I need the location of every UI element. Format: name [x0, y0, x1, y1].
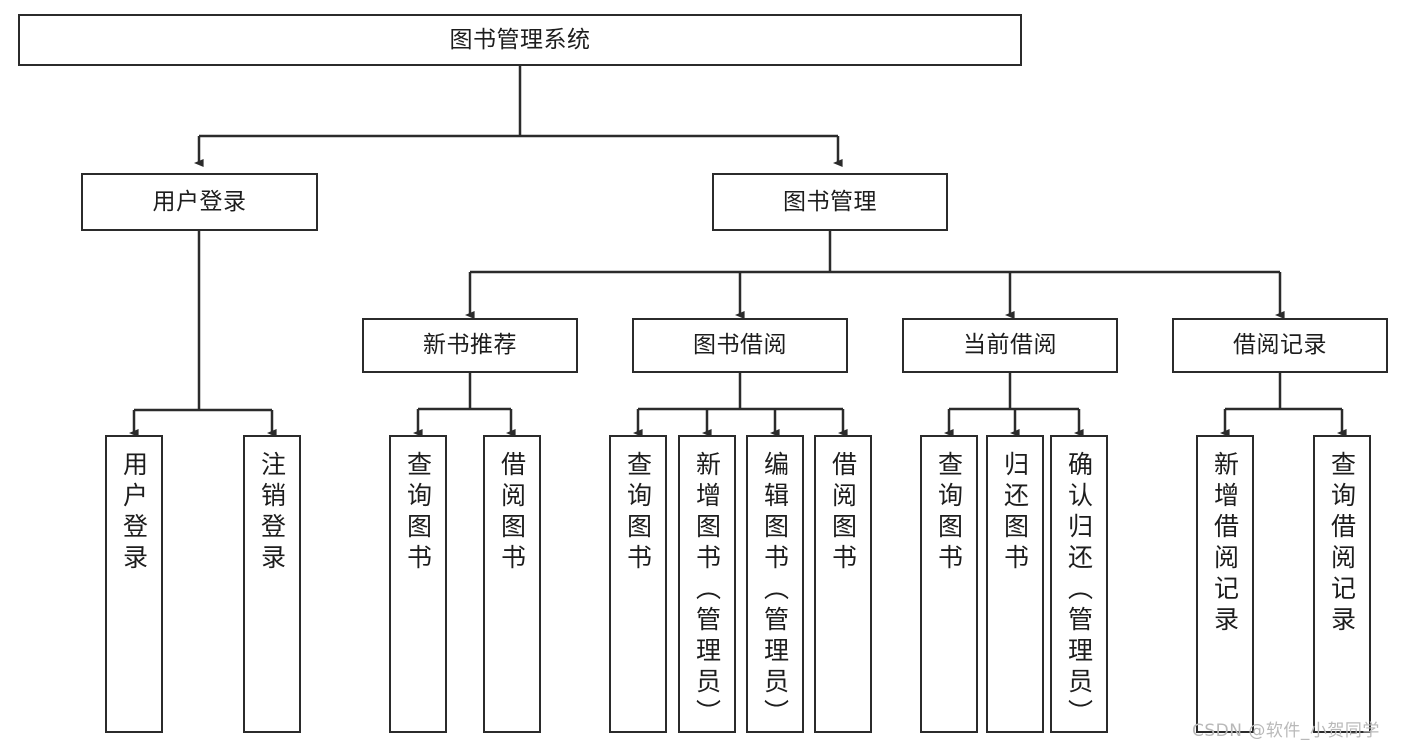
- node-label: 新增图书（管理员）: [692, 451, 722, 730]
- node-label: 借阅图书: [497, 451, 527, 575]
- node-label: 查询借阅记录: [1327, 451, 1357, 637]
- leaf-borrow-edit-book-admin[interactable]: 编辑图书（管理员）: [746, 435, 804, 733]
- node-label: 新增借阅记录: [1210, 451, 1240, 637]
- node-label: 注销登录: [257, 451, 287, 575]
- node-label: 查询图书: [934, 451, 964, 575]
- node-borrow-record[interactable]: 借阅记录: [1172, 318, 1388, 373]
- node-label: 图书管理系统: [449, 26, 591, 53]
- node-label: 图书管理: [783, 188, 877, 215]
- node-current-borrow[interactable]: 当前借阅: [902, 318, 1118, 373]
- leaf-borrow-query-book[interactable]: 查询图书: [609, 435, 667, 733]
- node-book-borrow[interactable]: 图书借阅: [632, 318, 848, 373]
- leaf-user-login-login[interactable]: 用户登录: [105, 435, 163, 733]
- node-root-system[interactable]: 图书管理系统: [18, 14, 1022, 66]
- leaf-user-login-logout[interactable]: 注销登录: [243, 435, 301, 733]
- watermark-text: CSDN @软件_小贺同学: [1192, 721, 1380, 741]
- node-label: 归还图书: [1000, 451, 1030, 575]
- node-label: 编辑图书（管理员）: [760, 451, 790, 730]
- node-new-book-recommend[interactable]: 新书推荐: [362, 318, 578, 373]
- node-label: 借阅记录: [1233, 332, 1327, 359]
- node-label: 确认归还（管理员）: [1064, 451, 1094, 730]
- node-label: 查询图书: [623, 451, 653, 575]
- leaf-borrow-add-book-admin[interactable]: 新增图书（管理员）: [678, 435, 736, 733]
- leaf-record-add-record[interactable]: 新增借阅记录: [1196, 435, 1254, 733]
- node-label: 新书推荐: [423, 332, 517, 359]
- leaf-borrow-borrow-book[interactable]: 借阅图书: [814, 435, 872, 733]
- node-label: 用户登录: [152, 188, 247, 215]
- leaf-current-confirm-return-admin[interactable]: 确认归还（管理员）: [1050, 435, 1108, 733]
- leaf-recommend-borrow-book[interactable]: 借阅图书: [483, 435, 541, 733]
- leaf-record-query-record[interactable]: 查询借阅记录: [1313, 435, 1371, 733]
- leaf-current-return-book[interactable]: 归还图书: [986, 435, 1044, 733]
- leaf-recommend-query-book[interactable]: 查询图书: [389, 435, 447, 733]
- node-label: 图书借阅: [693, 332, 787, 359]
- leaf-current-query-book[interactable]: 查询图书: [920, 435, 978, 733]
- node-label: 查询图书: [403, 451, 433, 575]
- node-label: 借阅图书: [828, 451, 858, 575]
- node-label: 用户登录: [119, 451, 149, 575]
- node-user-login[interactable]: 用户登录: [81, 173, 318, 231]
- node-label: 当前借阅: [963, 332, 1057, 359]
- node-book-management[interactable]: 图书管理: [712, 173, 948, 231]
